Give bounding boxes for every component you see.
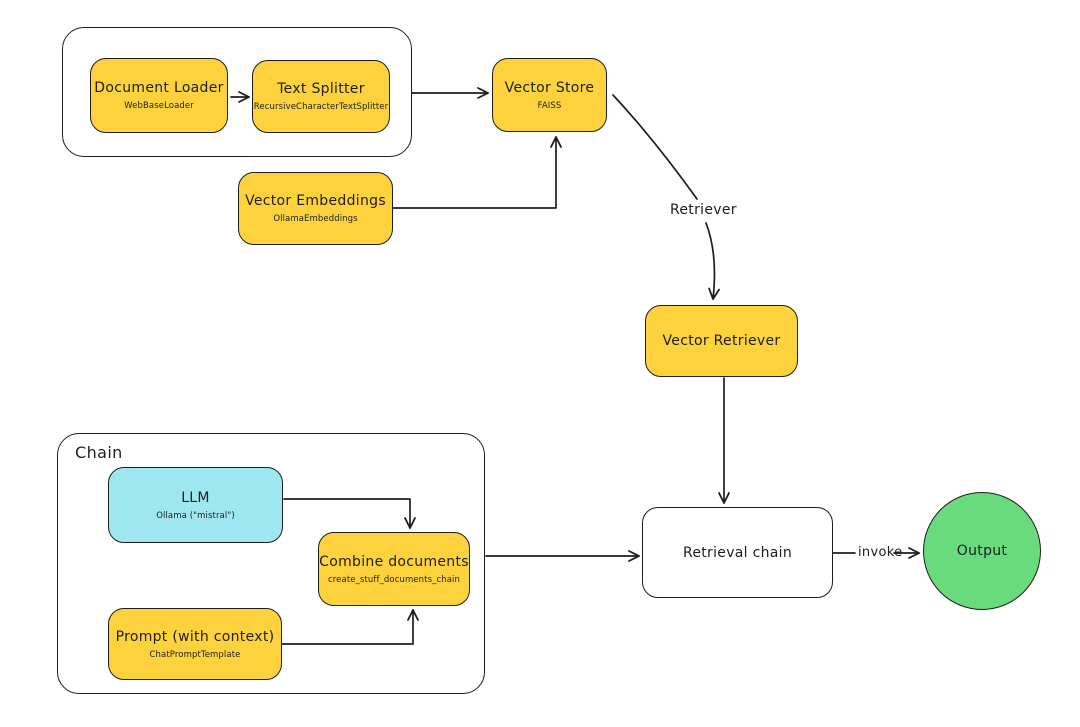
node-title: LLM <box>181 489 210 506</box>
edge-store-to-retriever-label <box>612 94 698 200</box>
node-llm: LLM Ollama ("mistral") <box>108 467 283 543</box>
node-text-splitter: Text Splitter RecursiveCharacterTextSpli… <box>252 60 390 133</box>
group-ingestion <box>62 27 412 157</box>
node-subtitle: create_stuff_documents_chain <box>328 574 460 585</box>
node-title: Prompt (with context) <box>115 628 275 645</box>
edge-label-to-vector-retriever <box>705 222 720 300</box>
group-chain: Chain <box>57 433 485 694</box>
node-vector-retriever: Vector Retriever <box>645 305 798 377</box>
node-title: Retrieval chain <box>682 544 793 561</box>
node-title: Output <box>956 543 1008 559</box>
node-vector-store: Vector Store FAISS <box>492 58 607 132</box>
node-subtitle: OllamaEmbeddings <box>273 214 358 224</box>
group-chain-label: Chain <box>75 443 123 462</box>
edge-label-retriever: Retriever <box>670 202 737 218</box>
node-retrieval-chain: Retrieval chain <box>642 507 833 598</box>
node-vector-embeddings: Vector Embeddings OllamaEmbeddings <box>238 172 393 245</box>
node-title: Combine documents <box>319 553 469 570</box>
node-combine-documents: Combine documents create_stuff_documents… <box>318 532 470 606</box>
node-subtitle: ChatPromptTemplate <box>149 649 241 660</box>
node-document-loader: Document Loader WebBaseLoader <box>90 58 228 133</box>
node-title: Vector Embeddings <box>245 193 386 209</box>
node-title: Text Splitter <box>277 81 365 97</box>
edge-embeddings-to-store <box>392 136 562 209</box>
node-subtitle: FAISS <box>537 100 562 111</box>
node-title: Document Loader <box>94 80 224 96</box>
node-prompt: Prompt (with context) ChatPromptTemplate <box>108 608 282 680</box>
node-output: Output <box>923 492 1041 610</box>
node-subtitle: RecursiveCharacterTextSplitter <box>253 102 389 112</box>
node-subtitle: WebBaseLoader <box>124 101 194 111</box>
node-title: Vector Retriever <box>662 333 781 349</box>
node-subtitle: Ollama ("mistral") <box>156 510 235 521</box>
node-title: Vector Store <box>504 79 595 96</box>
edge-label-invoke: invoke <box>858 545 903 560</box>
